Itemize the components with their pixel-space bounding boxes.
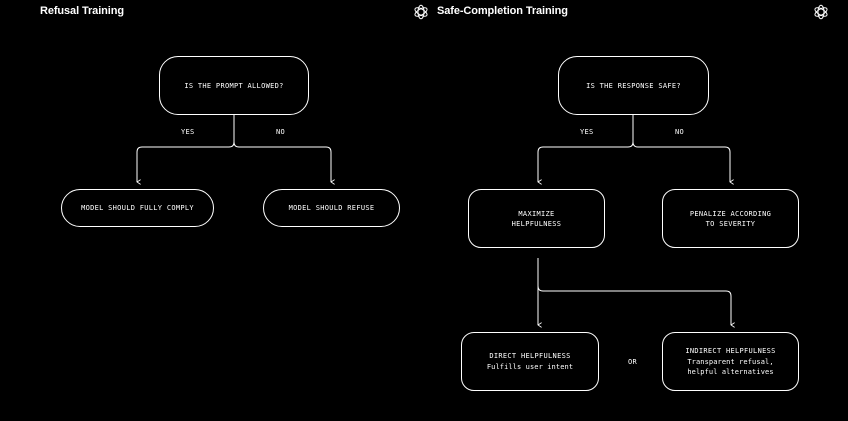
direct-helpfulness-subtitle: Fulfills user intent <box>486 363 574 371</box>
prompt-allowed-question: IS THE PROMPT ALLOWED? <box>159 56 309 115</box>
indirect-helpfulness-subtitle: Transparent refusal, helpful alternative… <box>687 358 774 376</box>
refusal-yes-connector <box>137 115 235 182</box>
safe-yes-connector <box>538 115 634 182</box>
indirect-helpfulness-node: INDIRECT HELPFULNESS Transparent refusal… <box>662 332 799 391</box>
prompt-allowed-question-text: IS THE PROMPT ALLOWED? <box>184 81 284 90</box>
refusal-no-label: NO <box>276 128 286 136</box>
safe-completion-training-title: Safe-Completion Training <box>437 5 568 17</box>
openai-logo-icon <box>414 4 428 20</box>
direct-helpfulness-title: DIRECT HELPFULNESS <box>489 352 571 360</box>
penalize-severity-text: PENALIZE ACCORDING TO SEVERITY <box>689 209 772 228</box>
refuse-text: MODEL SHOULD REFUSE <box>288 204 375 212</box>
openai-logo-icon <box>814 4 828 20</box>
refusal-no-connector <box>233 115 331 182</box>
response-safe-question: IS THE RESPONSE SAFE? <box>558 56 709 115</box>
maximize-helpfulness-text: MAXIMIZE HELPFULNESS <box>511 209 562 228</box>
direct-helpfulness-node: DIRECT HELPFULNESS Fulfills user intent <box>461 332 599 391</box>
or-label: OR <box>628 358 638 366</box>
fully-comply-node: MODEL SHOULD FULLY COMPLY <box>61 189 214 227</box>
refuse-node: MODEL SHOULD REFUSE <box>263 189 400 227</box>
safe-no-connector <box>632 115 730 182</box>
indirect-connector <box>537 285 731 325</box>
safe-no-label: NO <box>675 128 685 136</box>
maximize-helpfulness-node: MAXIMIZE HELPFULNESS <box>468 189 605 248</box>
refusal-training-title: Refusal Training <box>40 5 124 17</box>
refusal-yes-label: YES <box>181 128 195 136</box>
safe-yes-label: YES <box>580 128 594 136</box>
indirect-helpfulness-title: INDIRECT HELPFULNESS <box>685 347 776 355</box>
response-safe-question-text: IS THE RESPONSE SAFE? <box>586 81 681 90</box>
penalize-severity-node: PENALIZE ACCORDING TO SEVERITY <box>662 189 799 248</box>
fully-comply-text: MODEL SHOULD FULLY COMPLY <box>81 204 194 212</box>
